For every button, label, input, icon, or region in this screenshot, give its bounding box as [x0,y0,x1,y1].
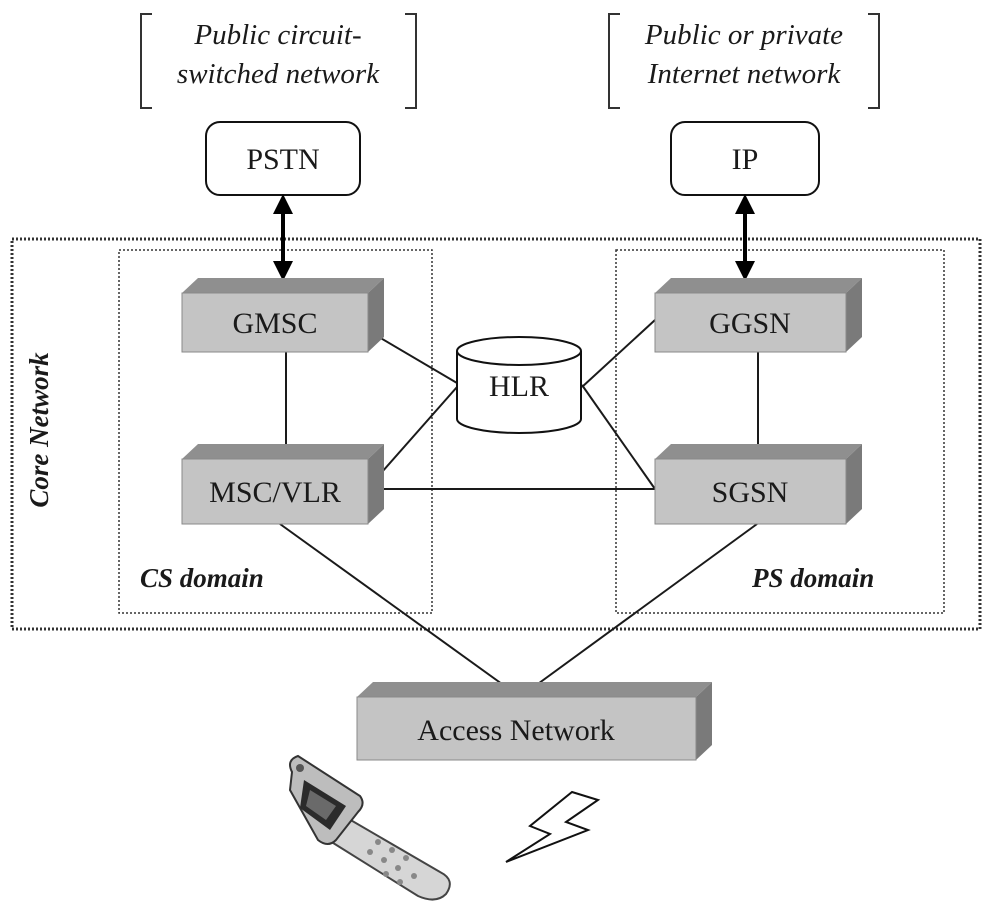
lightning-signal-icon [505,790,601,863]
gmsc-label: GMSC [232,307,317,340]
pstn-node: PSTN [205,121,361,196]
ip-caption-line1: Public or private [644,19,843,51]
ggsn-label: GGSN [709,307,791,340]
pstn-caption-line1: Public circuit- [193,19,361,51]
pstn-caption: Public circuit- switched network [140,13,417,109]
gmsc-node: GMSC [181,278,384,353]
sgsn-label: SGSN [712,476,789,509]
ip-node: IP [670,121,820,196]
pstn-label: PSTN [246,143,319,176]
ggsn-node: GGSN [654,278,862,353]
ps-domain-label: PS domain [751,563,874,593]
msc-vlr-label: MSC/VLR [209,476,341,509]
ps-domain-frame [615,249,945,614]
msc-vlr-node: MSC/VLR [181,444,384,525]
core-network-frame [10,237,982,631]
access-network-node: Access Network [356,682,712,761]
cs-domain-label: CS domain [140,563,264,593]
ip-caption: Public or private Internet network [608,13,880,109]
mobile-phone-icon [288,754,451,901]
hlr-label: HLR [489,370,549,403]
ip-caption-line2: Internet network [647,58,842,90]
access-network-label: Access Network [417,714,614,747]
pstn-caption-line2: switched network [177,58,380,90]
sgsn-node: SGSN [654,444,862,525]
hlr-node: HLR [456,336,582,434]
core-network-label: Core Network [24,352,54,508]
ip-label: IP [732,143,759,176]
